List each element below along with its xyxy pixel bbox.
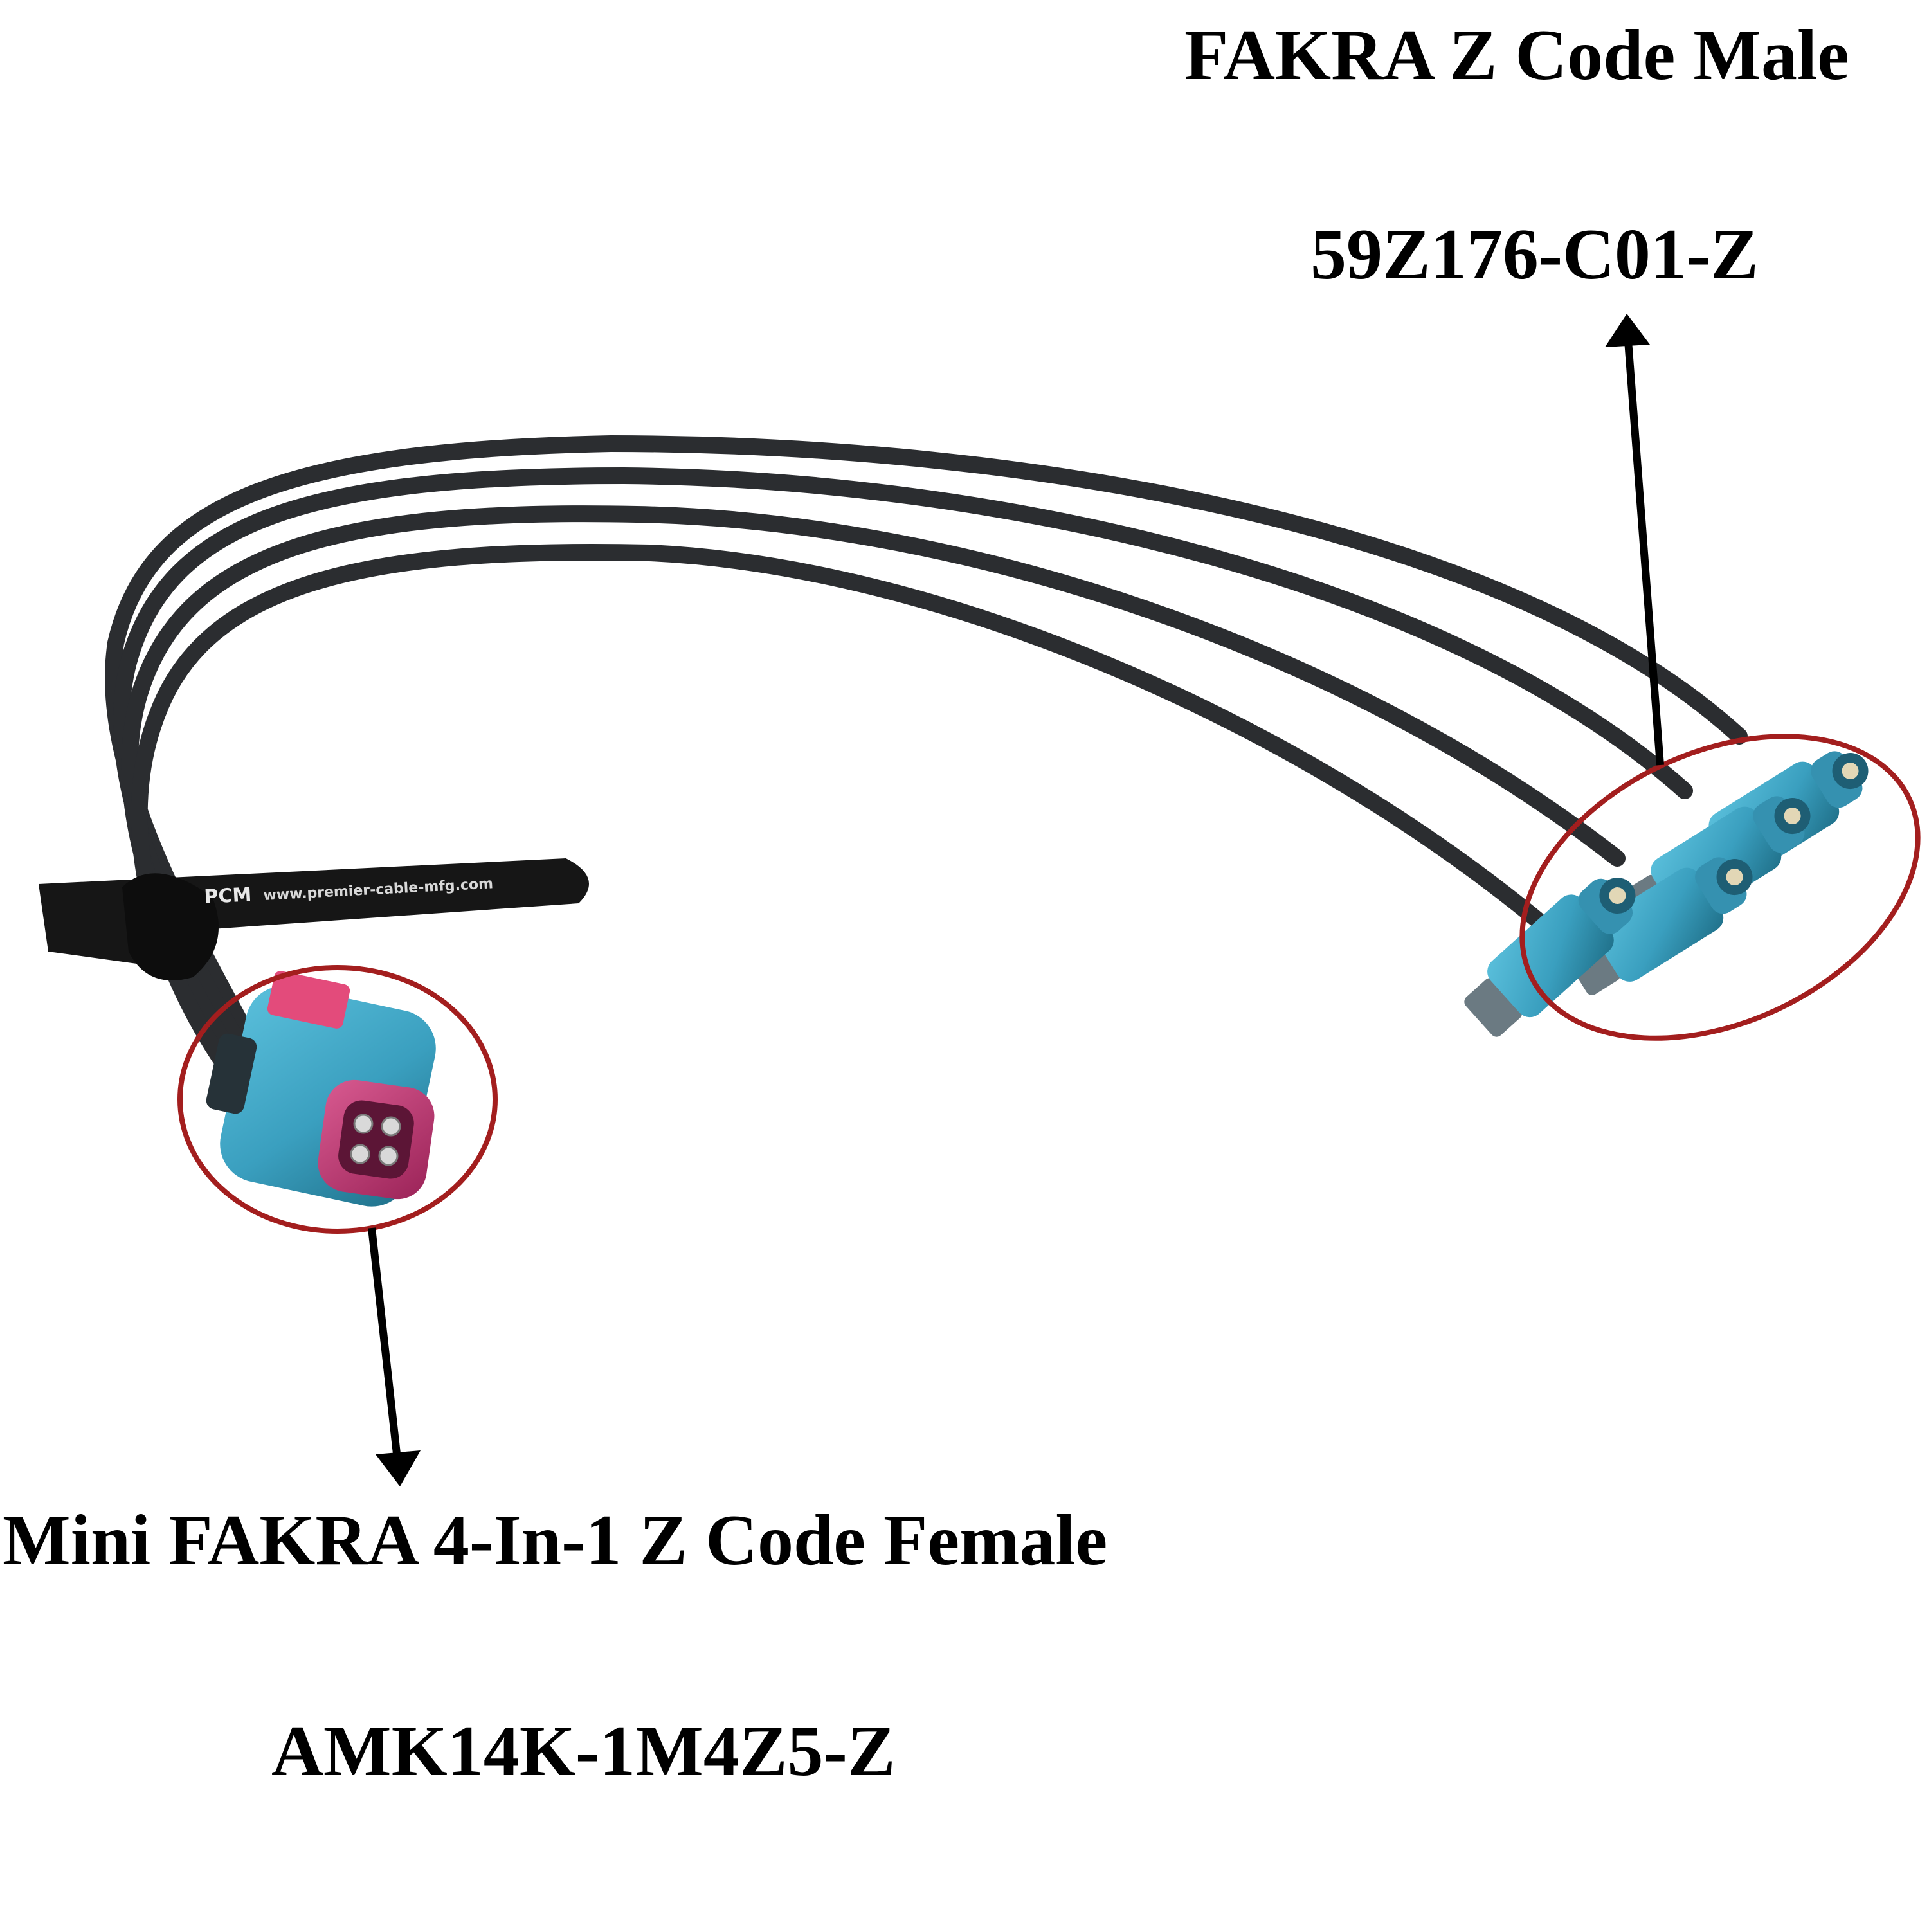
coax-cables	[105, 435, 1748, 1069]
pin-1	[353, 1114, 374, 1134]
connector-3-body	[1593, 867, 1724, 982]
fakra-connector-4	[1464, 878, 1636, 1037]
connector-3-pin	[1726, 869, 1743, 886]
mini-fakra-side-clip	[206, 1033, 257, 1114]
pin-4	[378, 1146, 399, 1166]
strap-logo: PCM	[204, 883, 253, 908]
connector-4-pin	[1609, 887, 1626, 905]
connector-2-pin	[1784, 808, 1801, 825]
arrow-female-shaft	[368, 1227, 401, 1460]
mini-fakra-latch	[267, 971, 350, 1029]
mini-fakra-cavity	[338, 1100, 414, 1179]
cable-2	[113, 467, 1693, 1056]
strap-body	[39, 858, 589, 968]
male-connector-title: FAKRA Z Code Male	[1184, 15, 1849, 95]
fakra-z-male-connectors	[1464, 751, 1869, 1037]
pin-3	[350, 1144, 370, 1164]
male-connector-part-number: 59Z176-C01-Z	[1310, 215, 1759, 294]
arrow-female-head	[376, 1450, 421, 1486]
arrow-to-male-part-number	[1605, 314, 1664, 766]
cable-4	[131, 543, 1545, 1069]
mini-fakra-pins	[350, 1114, 401, 1166]
arrow-male-head	[1605, 314, 1650, 347]
cable-strap: PCM www.premier-cable-mfg.com	[39, 858, 589, 980]
female-connector-part-number: AMK14K-1M4Z5-Z	[271, 1711, 896, 1791]
arrow-male-shaft	[1624, 340, 1664, 766]
female-connector-title: Mini FAKRA 4-In-1 Z Code Female	[3, 1501, 1108, 1580]
connector-4-body	[1487, 894, 1614, 1018]
highlight-ring-female	[177, 965, 498, 1234]
connector-4-boot	[1464, 978, 1523, 1037]
mini-fakra-female-connector	[206, 971, 436, 1207]
connector-1-pin	[1842, 763, 1859, 780]
arrow-to-female-part-number	[368, 1227, 421, 1486]
strap-loop	[122, 873, 219, 980]
pin-2	[381, 1116, 401, 1137]
